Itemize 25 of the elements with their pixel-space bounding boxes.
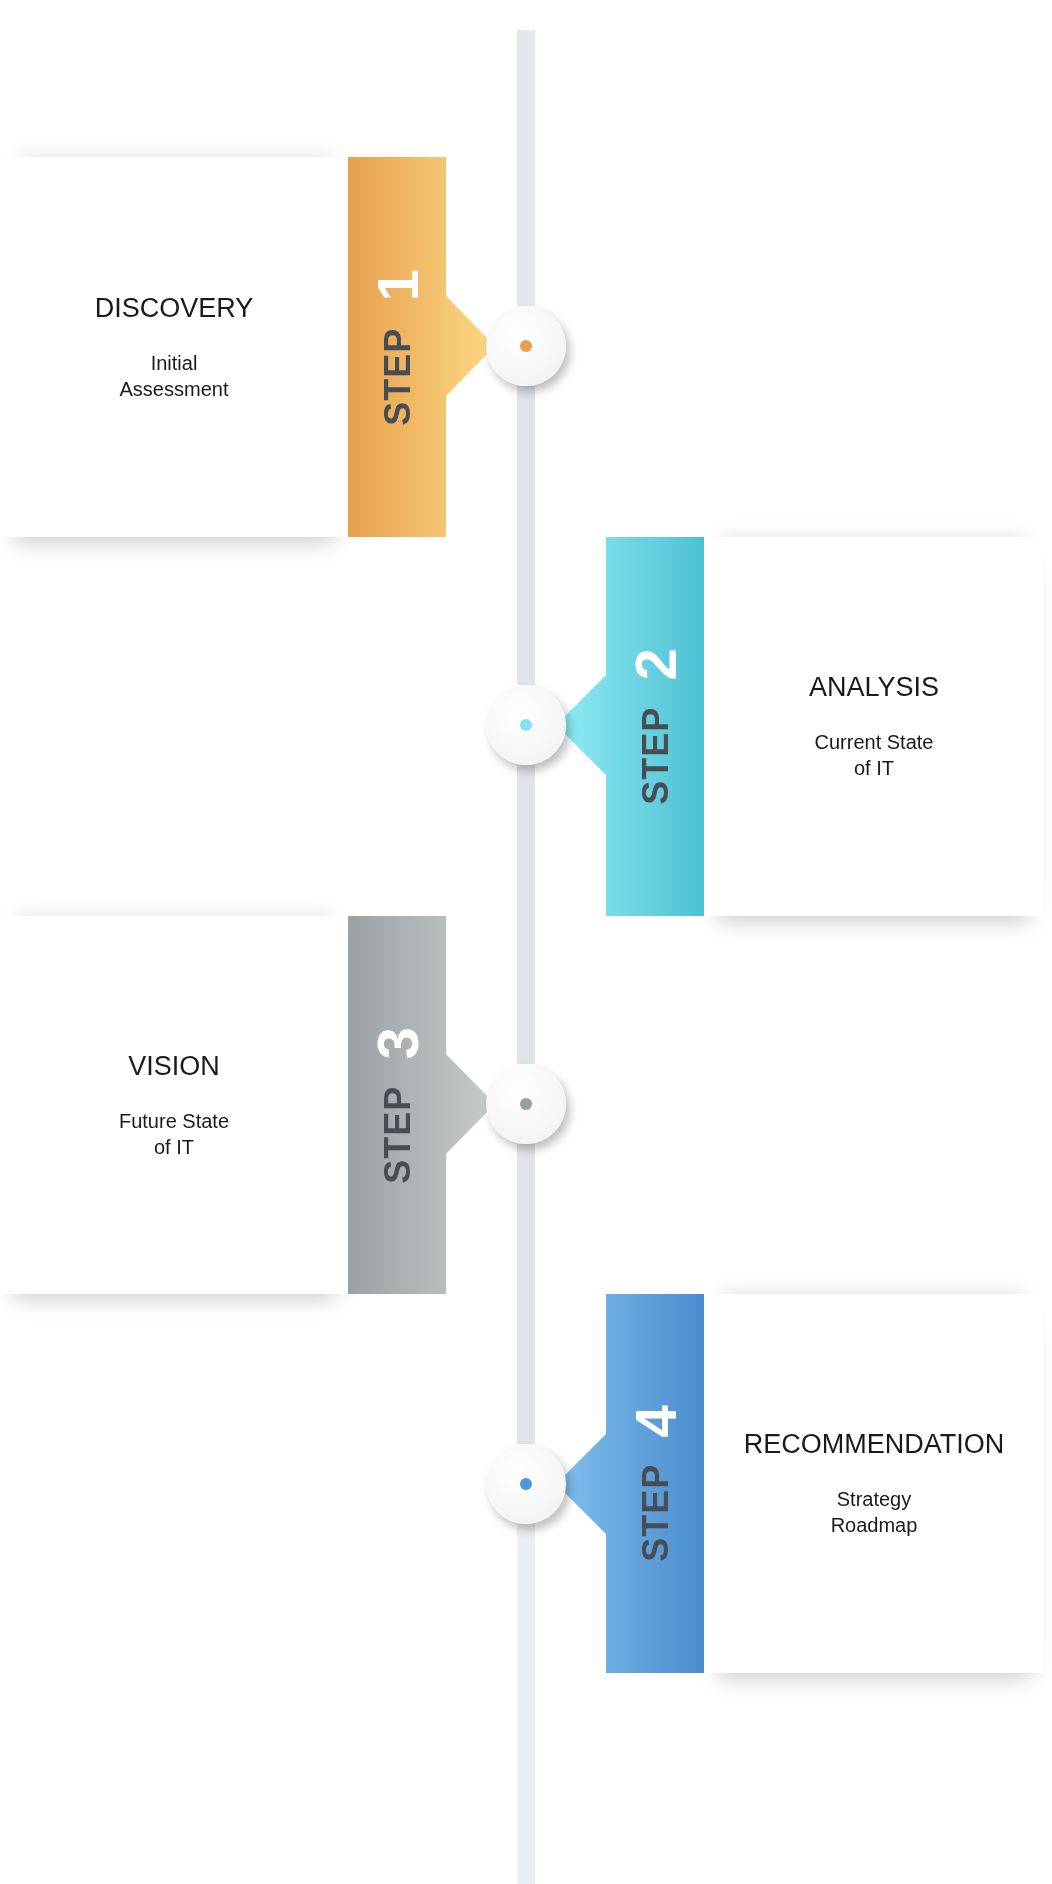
step-label: STEP bbox=[376, 1085, 418, 1184]
step-title: VISION bbox=[128, 1050, 220, 1082]
step-description: Initial Assessment bbox=[118, 350, 230, 402]
step-title: DISCOVERY bbox=[94, 292, 254, 324]
step-label: STEP bbox=[634, 1463, 676, 1562]
step-description: Current State of IT bbox=[813, 730, 935, 781]
timeline-circle bbox=[486, 1064, 566, 1144]
step-card bbox=[0, 916, 348, 1294]
step-description: Strategy Roadmap bbox=[829, 1487, 919, 1538]
step-number: 2 bbox=[621, 648, 689, 681]
step-title: RECOMMENDATION bbox=[743, 1429, 1005, 1460]
step-description: Future State of IT bbox=[117, 1108, 231, 1160]
step-number: 4 bbox=[621, 1405, 689, 1438]
step-label: STEP bbox=[634, 706, 676, 805]
step-label: STEP bbox=[376, 327, 418, 426]
timeline-circle bbox=[486, 306, 566, 386]
timeline-track bbox=[517, 386, 535, 685]
step-number: 3 bbox=[363, 1026, 431, 1060]
step-number: 1 bbox=[363, 268, 431, 302]
step-card bbox=[704, 537, 1044, 916]
timeline-track bbox=[517, 765, 535, 1064]
timeline-track bbox=[517, 1144, 535, 1444]
step-card bbox=[704, 1294, 1044, 1673]
step-card bbox=[0, 157, 348, 537]
step-title: ANALYSIS bbox=[808, 672, 940, 703]
